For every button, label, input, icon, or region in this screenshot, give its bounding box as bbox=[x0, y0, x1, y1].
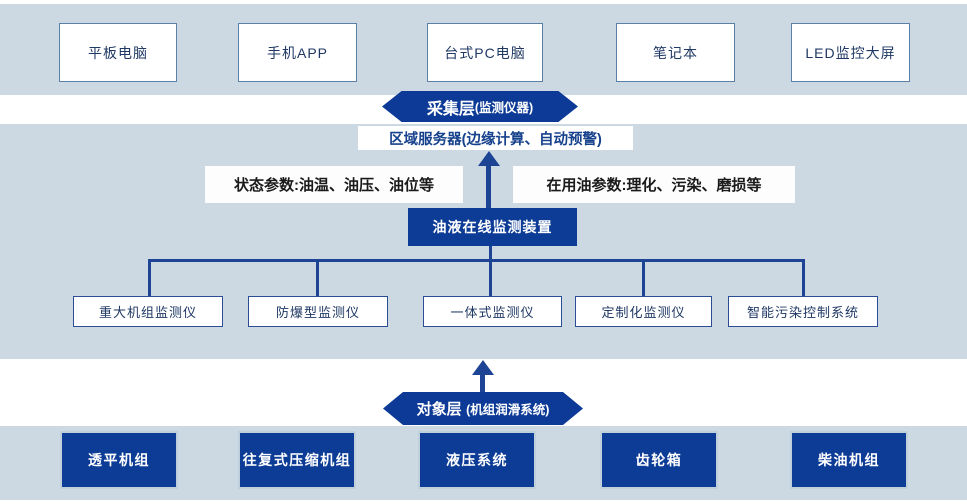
connector-horizontal bbox=[148, 259, 805, 262]
connector-spine bbox=[489, 246, 492, 262]
oil-online-monitoring-device-box: 油液在线监测装置 bbox=[408, 208, 577, 246]
object-layer-pill: 对象层 (机组润滑系统) bbox=[383, 392, 583, 425]
collection-layer-pill: 采集层(监测仪器) bbox=[382, 91, 578, 122]
unit-box-reciprocating-compressor: 往复式压缩机组 bbox=[238, 431, 356, 489]
monitor-box-integrated: 一体式监测仪 bbox=[423, 296, 562, 327]
object-layer-title: 对象层 bbox=[416, 401, 462, 418]
monitor-label: 防爆型监测仪 bbox=[275, 305, 360, 320]
monitor-box-customized: 定制化监测仪 bbox=[575, 296, 712, 327]
monitor-label: 一体式监测仪 bbox=[450, 305, 535, 320]
up-arrow-shaft bbox=[486, 164, 491, 210]
device-label: 台式PC电脑 bbox=[444, 44, 526, 61]
unit-label: 往复式压缩机组 bbox=[242, 452, 352, 468]
device-label: LED监控大屏 bbox=[805, 44, 896, 61]
unit-box-diesel-unit: 柴油机组 bbox=[790, 431, 908, 489]
up-arrow-icon bbox=[478, 151, 500, 166]
device-label: 手机APP bbox=[266, 44, 328, 61]
regional-server-label: 区域服务器(边缘计算、自动预警) bbox=[389, 131, 602, 148]
connector-drop-2 bbox=[316, 259, 319, 296]
up-arrow-icon bbox=[472, 360, 494, 375]
object-layer-subtitle: (机组润滑系统) bbox=[466, 403, 550, 417]
device-box-laptop: 笔记本 bbox=[616, 23, 735, 82]
monitor-label: 定制化监测仪 bbox=[601, 305, 686, 320]
oil-params-text: 在用油参数:理化、污染、磨损等 bbox=[546, 177, 762, 194]
unit-label: 柴油机组 bbox=[818, 452, 880, 468]
monitor-label: 重大机组监测仪 bbox=[98, 305, 197, 320]
connector-drop-3 bbox=[489, 259, 492, 296]
collection-layer-title: 采集层 bbox=[426, 100, 475, 118]
device-box-desktop-pc: 台式PC电脑 bbox=[427, 23, 543, 82]
oil-params-label: 在用油参数:理化、污染、磨损等 bbox=[513, 166, 795, 203]
monitor-box-pollution-control: 智能污染控制系统 bbox=[728, 296, 878, 327]
device-box-tablet: 平板电脑 bbox=[59, 23, 177, 82]
unit-box-hydraulic-system: 液压系统 bbox=[418, 431, 536, 489]
unit-box-gearbox: 齿轮箱 bbox=[600, 431, 718, 489]
collection-layer-subtitle: (监测仪器) bbox=[474, 101, 534, 115]
device-box-led-screen: LED监控大屏 bbox=[791, 23, 910, 82]
unit-label: 透平机组 bbox=[88, 452, 150, 468]
unit-label: 液压系统 bbox=[446, 452, 508, 468]
connector-drop-4 bbox=[642, 259, 645, 296]
device-box-phone-app: 手机APP bbox=[238, 23, 357, 82]
monitor-box-major-units: 重大机组监测仪 bbox=[73, 296, 223, 327]
device-label: 平板电脑 bbox=[88, 44, 148, 61]
status-params-label: 状态参数:油温、油压、油位等 bbox=[205, 166, 463, 203]
regional-server-box: 区域服务器(边缘计算、自动预警) bbox=[358, 126, 633, 150]
connector-drop-1 bbox=[148, 259, 151, 296]
status-params-text: 状态参数:油温、油压、油位等 bbox=[234, 177, 434, 194]
unit-label: 齿轮箱 bbox=[635, 452, 683, 468]
unit-box-turbine: 透平机组 bbox=[60, 431, 178, 489]
device-label: 笔记本 bbox=[653, 44, 698, 61]
monitor-label: 智能污染控制系统 bbox=[746, 305, 859, 320]
connector-drop-5 bbox=[802, 259, 805, 296]
oil-online-monitoring-device-label: 油液在线监测装置 bbox=[432, 219, 553, 235]
monitor-box-explosion-proof: 防爆型监测仪 bbox=[248, 296, 388, 327]
up-arrow-shaft bbox=[480, 373, 485, 392]
